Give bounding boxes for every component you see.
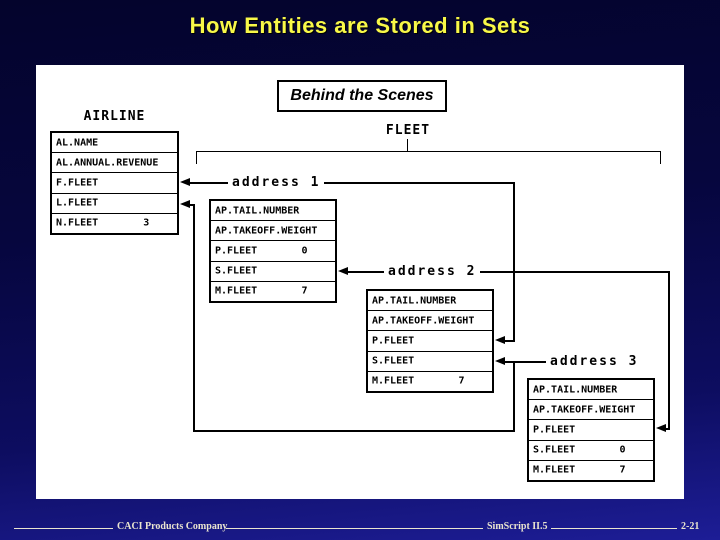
- fleet-record-3-table: AP.TAIL.NUMBER AP.TAKEOFF.WEIGHT P.FLEET…: [527, 378, 655, 482]
- table-row: AP.TAKEOFF.WEIGHT: [368, 310, 492, 330]
- page-title: How Entities are Stored in Sets: [189, 13, 531, 38]
- address-1-to-p-fleet-arrow-icon: [495, 336, 505, 344]
- table-row: N.FLEET 3: [52, 212, 177, 233]
- field-label: P.FLEET: [372, 335, 415, 347]
- field-label: M.FLEET: [372, 375, 415, 387]
- fleet-heading: FLEET: [385, 123, 431, 138]
- field-label: P.FLEET: [215, 245, 258, 257]
- field-label: N.FLEET: [56, 217, 99, 229]
- table-row: M.FLEET 7: [529, 459, 653, 480]
- address-2-vertical-line: [668, 271, 670, 430]
- fleet-bracket-left-tick: [196, 151, 197, 164]
- field-value: 7: [619, 464, 626, 476]
- field-label: S.FLEET: [215, 265, 258, 277]
- address-2-to-s-fleet-arrow-icon: [338, 267, 348, 275]
- address-2-line: [348, 271, 669, 273]
- footer-company: CACI Products Company: [117, 521, 228, 532]
- address-1-to-f-fleet-arrow-icon: [180, 178, 190, 186]
- behind-the-scenes-label: Behind the Scenes: [290, 87, 434, 104]
- address-3-left-vertical-line: [193, 205, 195, 431]
- behind-the-scenes-box: Behind the Scenes: [277, 80, 447, 112]
- footer-divider: [14, 528, 113, 529]
- footer-page-number: 2-21: [681, 521, 700, 532]
- field-value: 0: [619, 444, 626, 456]
- table-row: AL.NAME: [52, 133, 177, 152]
- field-value: 7: [458, 375, 465, 387]
- table-row: AL.ANNUAL.REVENUE: [52, 152, 177, 172]
- address-3-to-s-fleet-arrow-icon: [495, 357, 505, 365]
- field-label: P.FLEET: [533, 424, 576, 436]
- field-label: S.FLEET: [372, 355, 415, 367]
- table-row: S.FLEET: [368, 350, 492, 371]
- field-label: AL.ANNUAL.REVENUE: [56, 157, 159, 169]
- field-label: M.FLEET: [533, 464, 576, 476]
- address-3-to-l-fleet-arrow-icon: [180, 200, 190, 208]
- airline-table: AL.NAME AL.ANNUAL.REVENUE F.FLEET L.FLEE…: [50, 131, 179, 235]
- field-value: 0: [301, 245, 308, 257]
- table-row: AP.TAIL.NUMBER: [211, 201, 335, 220]
- table-row: AP.TAKEOFF.WEIGHT: [211, 220, 335, 240]
- footer-divider: [551, 528, 677, 529]
- address-2-label: address 2: [384, 263, 481, 280]
- address-1-line: [190, 182, 514, 184]
- footer-divider: [226, 528, 483, 529]
- table-row: P.FLEET: [529, 419, 653, 439]
- field-label: AP.TAIL.NUMBER: [533, 384, 618, 396]
- table-row: AP.TAIL.NUMBER: [368, 291, 492, 310]
- field-label: AP.TAIL.NUMBER: [372, 295, 457, 307]
- address-3-bottom-line: [193, 430, 515, 432]
- field-label: AP.TAIL.NUMBER: [215, 205, 300, 217]
- address-1-stub-line: [505, 340, 514, 342]
- field-label: F.FLEET: [56, 177, 99, 189]
- table-row: P.FLEET: [368, 330, 492, 350]
- field-label: AP.TAKEOFF.WEIGHT: [372, 315, 475, 327]
- address-2-stub-line: [666, 428, 670, 430]
- footer-product: SimScript II.5: [487, 521, 548, 532]
- address-3-label: address 3: [546, 353, 643, 370]
- table-row: AP.TAKEOFF.WEIGHT: [529, 399, 653, 419]
- address-3-stub-line: [190, 204, 195, 206]
- field-label: M.FLEET: [215, 285, 258, 297]
- field-value: 3: [143, 217, 150, 229]
- table-row: S.FLEET: [211, 260, 335, 281]
- table-row: P.FLEET 0: [211, 240, 335, 260]
- field-label: AP.TAKEOFF.WEIGHT: [215, 225, 318, 237]
- address-2-to-p-fleet-arrow-icon: [656, 424, 666, 432]
- fleet-bracket-center-tick: [407, 139, 408, 151]
- table-row: F.FLEET: [52, 172, 177, 192]
- table-row: S.FLEET 0: [529, 439, 653, 460]
- table-row: AP.TAIL.NUMBER: [529, 380, 653, 399]
- field-label: S.FLEET: [533, 444, 576, 456]
- field-value: 7: [301, 285, 308, 297]
- fleet-bracket-right-tick: [660, 151, 661, 164]
- table-row: M.FLEET 7: [211, 280, 335, 301]
- field-label: AL.NAME: [56, 137, 99, 149]
- field-label: L.FLEET: [56, 197, 99, 209]
- fleet-bracket-line: [196, 151, 661, 152]
- field-label: AP.TAKEOFF.WEIGHT: [533, 404, 636, 416]
- table-row: L.FLEET: [52, 192, 177, 213]
- fleet-record-1-table: AP.TAIL.NUMBER AP.TAKEOFF.WEIGHT P.FLEET…: [209, 199, 337, 303]
- address-1-vertical-line: [513, 182, 515, 342]
- address-1-label: address 1: [228, 174, 325, 191]
- table-row: M.FLEET 7: [368, 370, 492, 391]
- airline-heading: AIRLINE: [83, 109, 146, 124]
- fleet-record-2-table: AP.TAIL.NUMBER AP.TAKEOFF.WEIGHT P.FLEET…: [366, 289, 494, 393]
- address-3-tee-vertical-line: [513, 361, 515, 431]
